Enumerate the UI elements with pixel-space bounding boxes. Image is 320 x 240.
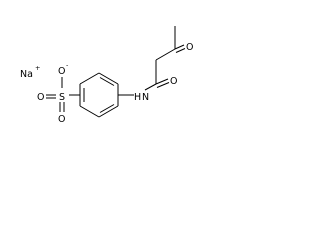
- ring-bond-top-right: [98, 72, 119, 85]
- oxide-oxygen-label: O: [58, 66, 65, 77]
- ring-double-inner-1: [99, 77, 115, 86]
- sulfonyl-oxygen-left-label: O: [37, 92, 44, 103]
- amide-oxygen-label: O: [170, 76, 177, 87]
- amide-c-o-double-b: [156, 82, 170, 88]
- ring-double-inner-2: [99, 104, 115, 113]
- chemical-structure: Na + O - O S O N H O O: [20, 26, 193, 125]
- sodium-charge: +: [35, 64, 40, 72]
- benzene-ring: [79, 72, 119, 118]
- amide-c-o-double-a: [155, 78, 169, 85]
- side-chain-bonds: [118, 26, 186, 96]
- sodium-label: Na: [20, 69, 33, 80]
- amide-hydrogen-label: H: [134, 92, 141, 103]
- sulfonyl-oxygen-lower-label: O: [58, 114, 65, 125]
- ketone-c-o-double-b: [175, 48, 186, 53]
- n-carbonyl-bond: [144, 83, 157, 91]
- sulfur-label: S: [59, 92, 65, 103]
- ring-bond-bottom-right: [98, 105, 119, 118]
- sulfonate-bonds: [46, 77, 80, 112]
- ketone-oxygen-label: O: [186, 42, 193, 53]
- ring-bond-bottom-left: [79, 105, 100, 118]
- ring-bond-top-left: [79, 72, 100, 85]
- oxide-charge: -: [66, 61, 69, 69]
- ketone-c-o-double-a: [174, 44, 185, 50]
- amide-nitrogen-label: N: [142, 92, 149, 103]
- ch2-ketone-bond: [155, 48, 176, 61]
